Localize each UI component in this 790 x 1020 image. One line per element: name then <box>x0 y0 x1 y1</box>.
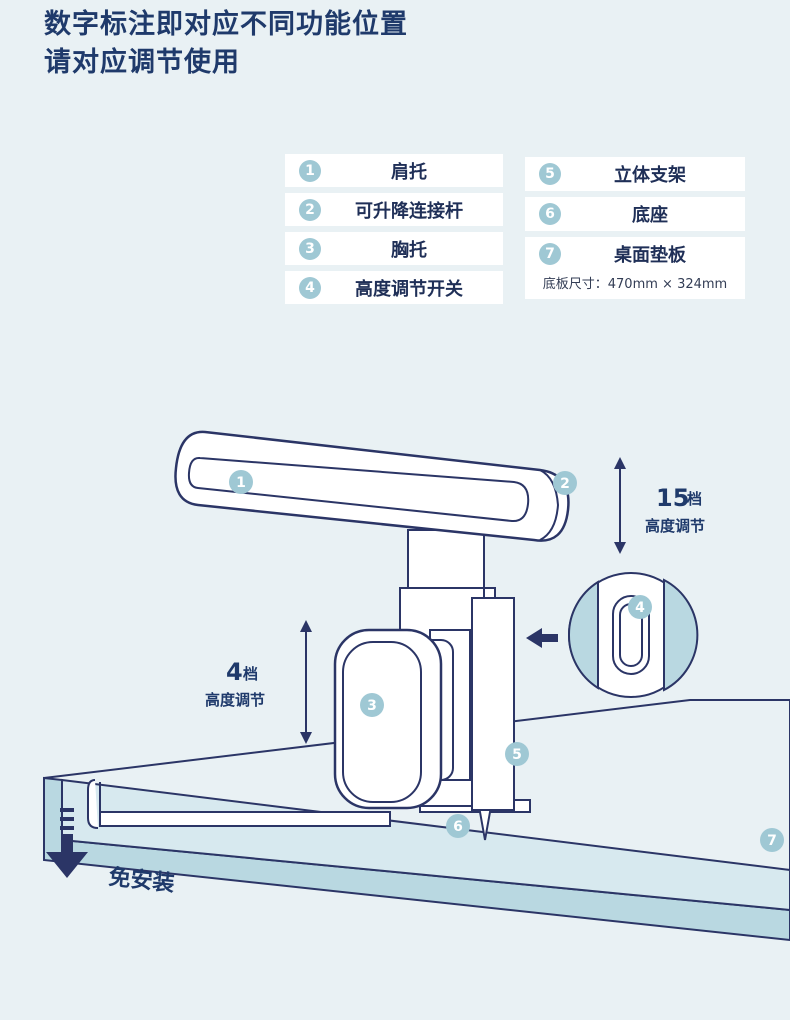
legend-item-5: 5 立体支架 <box>525 157 745 191</box>
board-size-note: 底板尺寸：470mm × 324mm <box>525 271 745 299</box>
chest-adjust-value: 4 <box>226 658 243 686</box>
title-line-1: 数字标注即对应不同功能位置 <box>44 9 408 40</box>
marker-3-label: 3 <box>367 698 377 714</box>
marker-6: 6 <box>446 814 470 838</box>
legend-number-badge: 1 <box>299 159 321 182</box>
page-title: 数字标注即对应不同功能位置 请对应调节使用 <box>44 6 408 82</box>
pointer-arrow-icon <box>526 628 558 648</box>
marker-7-label: 7 <box>767 833 777 849</box>
marker-4-label: 4 <box>635 600 645 616</box>
marker-1: 1 <box>229 470 253 494</box>
legend-number-badge: 7 <box>539 243 561 265</box>
legend-number-badge: 4 <box>299 276 321 299</box>
chest-adjust-label: 高度调节 <box>205 691 265 709</box>
top-adjust-label: 高度调节 <box>645 517 705 535</box>
legend-label: 肩托 <box>391 161 427 183</box>
marker-1-label: 1 <box>236 475 246 491</box>
legend-label: 底座 <box>632 205 668 226</box>
legend-number-badge: 5 <box>539 163 561 185</box>
marker-2: 2 <box>553 471 577 495</box>
marker-5-label: 5 <box>512 747 522 763</box>
legend-item-6: 6 底座 <box>525 197 745 231</box>
marker-2-label: 2 <box>560 476 570 492</box>
marker-3: 3 <box>360 693 384 717</box>
legend-item-2: 2 可升降连接杆 <box>285 193 503 226</box>
legend-label: 立体支架 <box>614 165 686 186</box>
chest-adjust-unit: 档 <box>243 665 258 683</box>
top-adjust-unit: 档 <box>687 490 702 508</box>
legend-item-4: 4 高度调节开关 <box>285 271 503 304</box>
marker-6-label: 6 <box>453 819 463 835</box>
legend-item-3: 3 胸托 <box>285 232 503 265</box>
marker-7: 7 <box>760 828 784 852</box>
chest-rest <box>333 628 454 810</box>
legend-number-badge: 3 <box>299 237 321 260</box>
switch-zoom-circle <box>567 572 699 698</box>
legend-label: 桌面垫板 <box>614 245 686 266</box>
marker-4: 4 <box>628 595 652 619</box>
marker-5: 5 <box>505 742 529 766</box>
legend-number-badge: 6 <box>539 203 561 225</box>
legend-item-7: 7 桌面垫板 <box>525 237 745 271</box>
legend-item-1: 1 肩托 <box>285 154 503 187</box>
legend-label: 胸托 <box>391 239 427 261</box>
legend-label: 可升降连接杆 <box>355 200 463 222</box>
title-line-2: 请对应调节使用 <box>44 47 240 78</box>
top-adjust-value: 15 <box>656 484 689 512</box>
no-install-arrow-icon <box>46 808 88 878</box>
legend-label: 高度调节开关 <box>355 278 463 300</box>
legend-number-badge: 2 <box>299 198 321 221</box>
